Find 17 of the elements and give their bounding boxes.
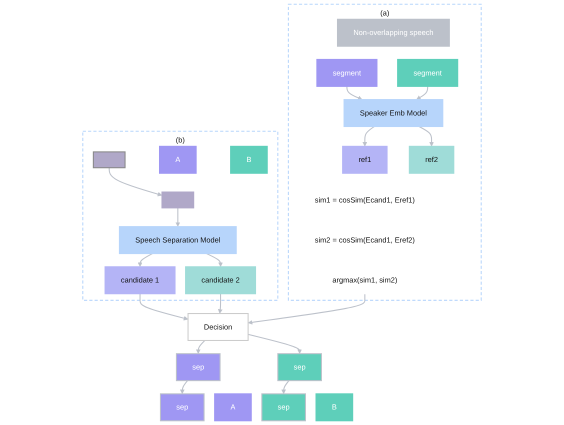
arrow [176,208,180,227]
arrow [416,86,428,100]
arrow [281,380,290,394]
arrow [248,294,366,325]
arrow [206,253,223,267]
arrow [218,294,223,314]
node-box [92,151,126,168]
arrow [362,126,375,147]
arrow [108,168,162,196]
node-box [161,192,194,208]
arrow [180,380,188,394]
arrow [418,126,434,147]
arrow [248,334,302,354]
arrow [140,294,188,320]
arrow [138,253,153,267]
arrow [346,86,362,100]
arrow [196,340,206,354]
